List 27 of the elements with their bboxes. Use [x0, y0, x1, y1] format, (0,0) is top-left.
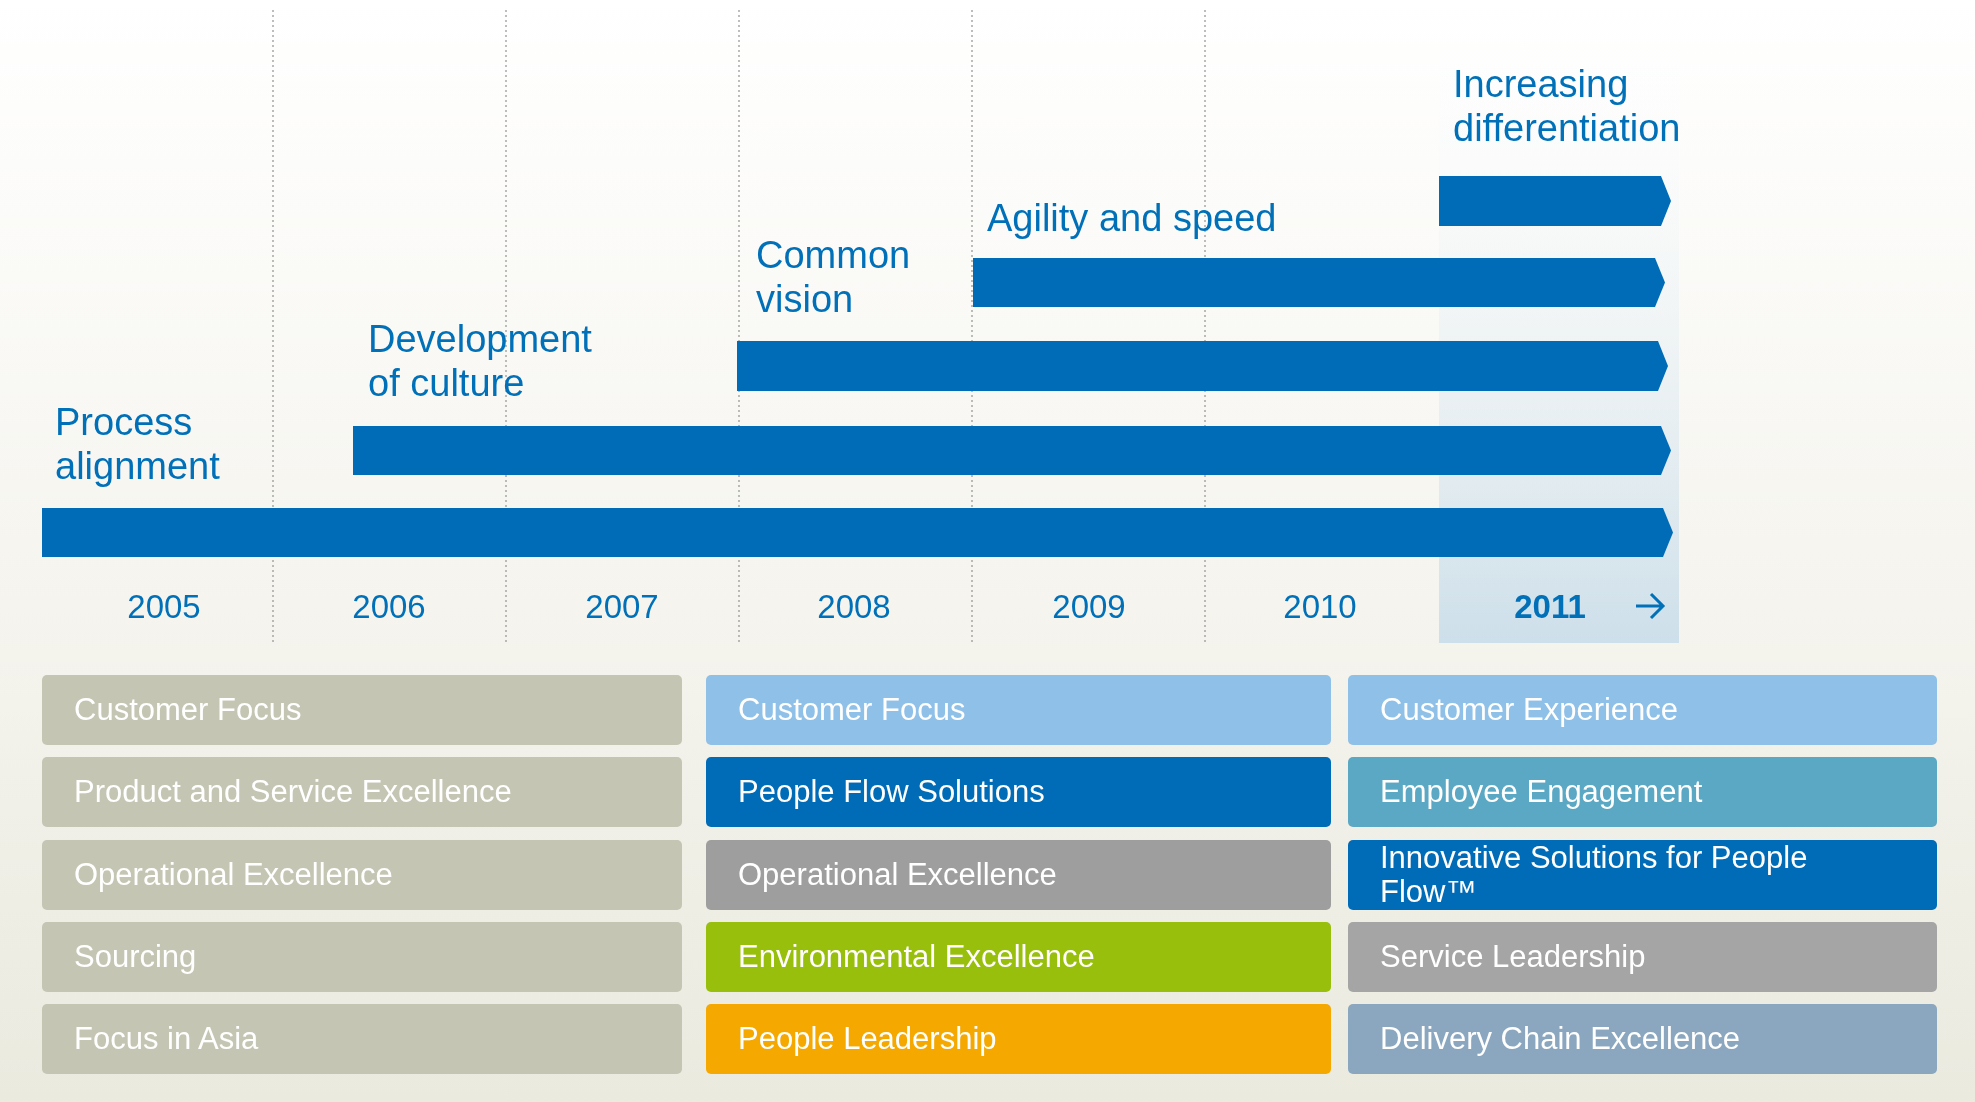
program-tile: Operational Excellence — [42, 840, 682, 910]
year-label: 2005 — [126, 588, 202, 626]
program-tile: Product and Service Excellence — [42, 757, 682, 827]
phase-label: Process alignment — [55, 400, 221, 488]
phase-label: Agility and speed — [987, 196, 1277, 240]
program-tile: Employee Engagement — [1348, 757, 1937, 827]
program-tile: Environmental Excellence — [706, 922, 1331, 992]
year-label: 2008 — [816, 588, 892, 626]
program-tile: Focus in Asia — [42, 1004, 682, 1074]
phase-label: Increasing differentiation — [1453, 62, 1682, 150]
year-label: 2007 — [584, 588, 660, 626]
year-label: 2009 — [1051, 588, 1127, 626]
program-tile: People Leadership — [706, 1004, 1331, 1074]
program-tile: Sourcing — [42, 922, 682, 992]
year-label: 2010 — [1282, 588, 1358, 626]
phase-label: Common vision — [756, 233, 912, 321]
phase-label: Development of culture — [368, 317, 593, 405]
program-tile: People Flow Solutions — [706, 757, 1331, 827]
program-tile: Customer Focus — [42, 675, 682, 745]
year-label: 2011 — [1513, 588, 1587, 626]
program-tile: Customer Focus — [706, 675, 1331, 745]
program-tile: Customer Experience — [1348, 675, 1937, 745]
program-tile: Operational Excellence — [706, 840, 1331, 910]
program-tile: Service Leadership — [1348, 922, 1937, 992]
program-tile: Innovative Solutions for People Flow™ — [1348, 840, 1937, 910]
year-label: 2006 — [351, 588, 427, 626]
program-tile: Delivery Chain Excellence — [1348, 1004, 1937, 1074]
